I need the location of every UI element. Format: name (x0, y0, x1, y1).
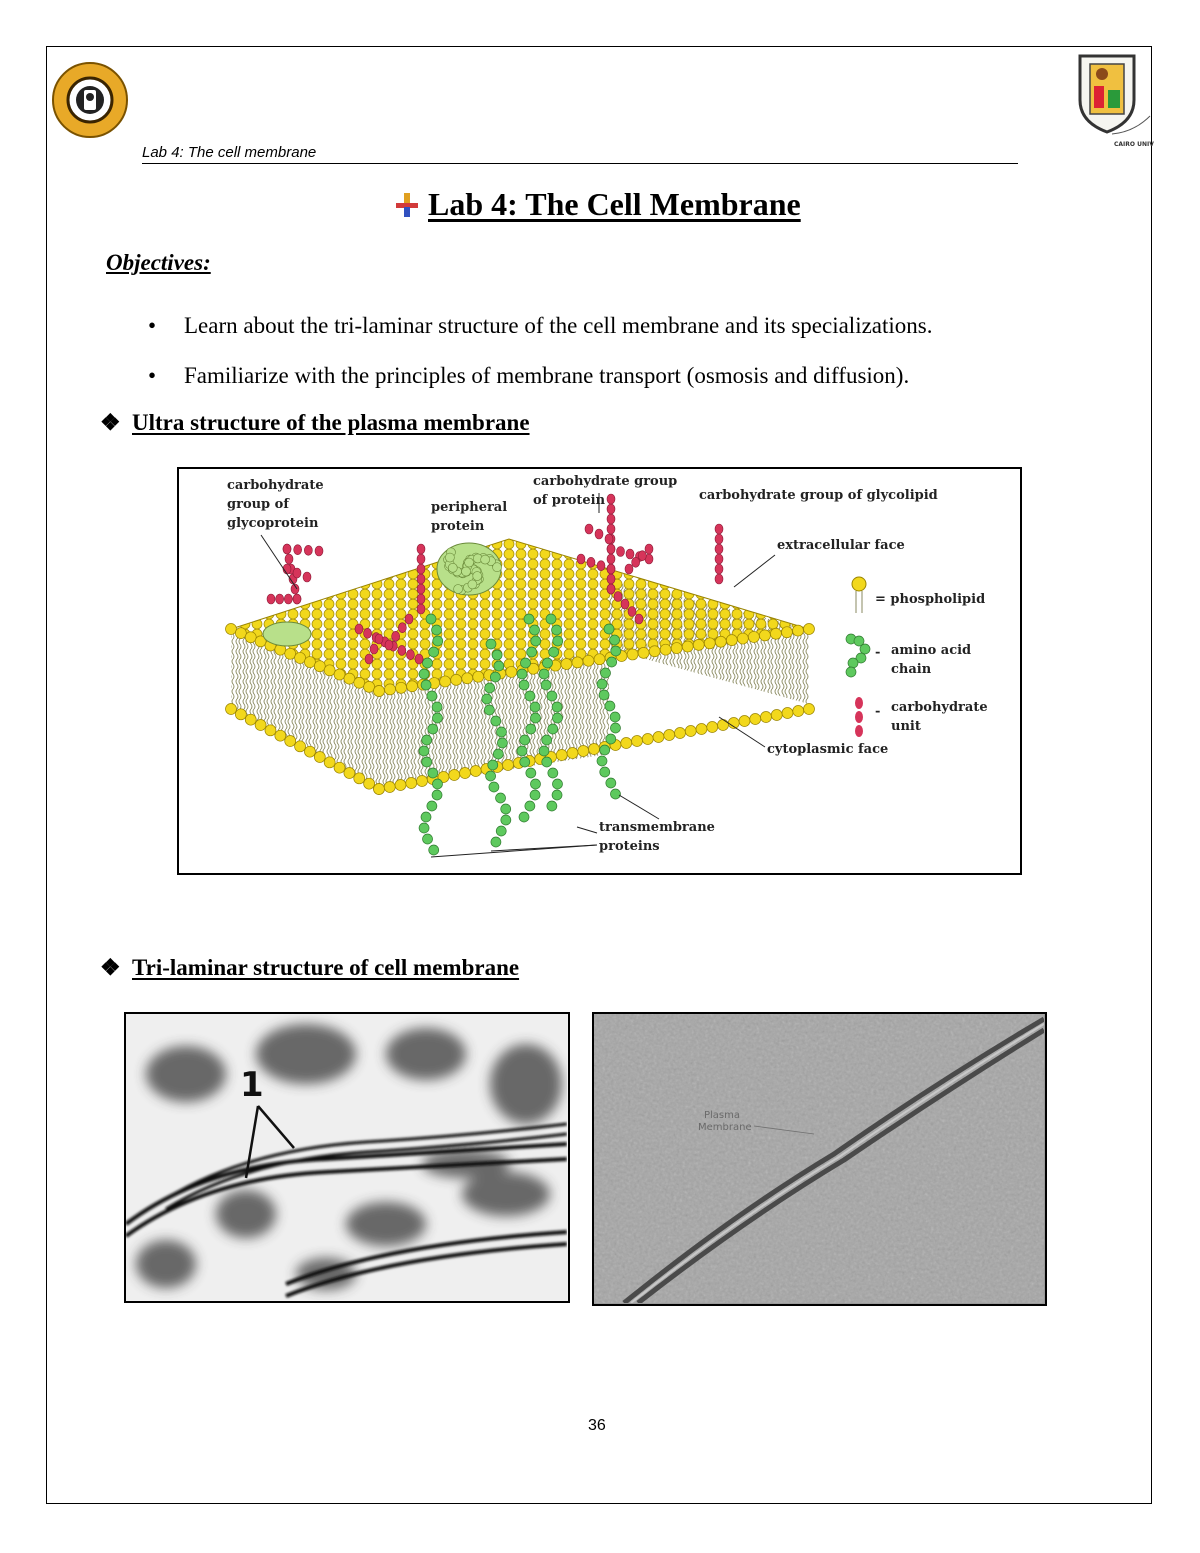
label-peripheral-protein: protein (431, 519, 485, 534)
glycoprotein-blob (262, 621, 312, 647)
label-carb-glycolipid: carbohydrate group of glycolipid (699, 488, 938, 503)
page-title-text: Lab 4: The Cell Membrane (428, 186, 801, 222)
page-border (46, 46, 1152, 1504)
objective-text: Learn about the tri-laminar structure of… (184, 313, 933, 338)
section-heading-trilaminar: ❖Tri-laminar structure of cell membrane (100, 955, 520, 980)
legend-carbohydrate: carbohydrate (891, 700, 988, 715)
objectives-heading: Objectives: (106, 250, 211, 275)
svg-text:-: - (875, 704, 880, 719)
label-extracellular-face: extracellular face (777, 538, 905, 553)
page-title: Lab 4: The Cell Membrane (394, 186, 801, 223)
arrow-down-bullet-icon (396, 193, 418, 217)
objective-item: • Familiarize with the principles of memb… (148, 363, 909, 389)
transmembrane-proteins (418, 613, 622, 856)
cairo-university-logo: CAIRO UNIVERSITY (1078, 54, 1154, 148)
legend-amino-acid: chain (891, 662, 932, 677)
diamond-bullet-icon: ❖ (100, 410, 121, 435)
bullet-icon: • (148, 313, 157, 338)
peripheral-protein (436, 542, 502, 596)
header-rule (142, 163, 1018, 164)
legend-amino-acid: amino acid (891, 643, 971, 658)
label-carb-protein: of protein (533, 493, 606, 508)
faculty-of-science-logo (52, 62, 128, 138)
label-transmembrane: proteins (599, 839, 660, 854)
label-transmembrane: transmembrane (599, 820, 715, 835)
objective-item: • Learn about the tri-laminar structure o… (148, 313, 933, 339)
label-carb-glycoprotein: group of (227, 497, 290, 512)
page-number: 36 (588, 1417, 606, 1434)
label-peripheral-protein: peripheral (431, 500, 507, 515)
section-heading-ultrastructure: ❖Ultra structure of the plasma membrane (100, 410, 530, 435)
svg-text:CAIRO UNIVERSITY: CAIRO UNIVERSITY (1114, 141, 1154, 148)
legend: = phospholipid - amino acid chain - carb… (845, 576, 988, 737)
micrograph-label-membrane: Membrane (698, 1122, 752, 1133)
carbohydrate-groups (266, 493, 724, 665)
membrane-diagram: carbohydrate group of glycoprotein perip… (177, 467, 1022, 875)
svg-text:-: - (875, 645, 880, 660)
legend-carbohydrate: unit (891, 719, 921, 734)
micrograph-right: Plasma Membrane (592, 1012, 1047, 1306)
diamond-bullet-icon: ❖ (100, 955, 121, 980)
label-cytoplasmic-face: cytoplasmic face (767, 742, 888, 757)
micrograph-label-1: 1 (240, 1065, 264, 1105)
bullet-icon: • (148, 363, 157, 388)
micrograph-label-plasma: Plasma (704, 1110, 740, 1121)
label-carb-glycoprotein: carbohydrate (227, 478, 324, 493)
legend-phospholipid: = phospholipid (875, 592, 985, 607)
objective-text: Familiarize with the principles of membr… (184, 363, 910, 388)
label-carb-protein: carbohydrate group (533, 474, 677, 489)
phospholipid-heads (225, 623, 815, 795)
label-carb-glycoprotein: glycoprotein (227, 516, 319, 531)
micrograph-left: 1 (124, 1012, 570, 1303)
running-header: Lab 4: The cell membrane (142, 144, 317, 161)
